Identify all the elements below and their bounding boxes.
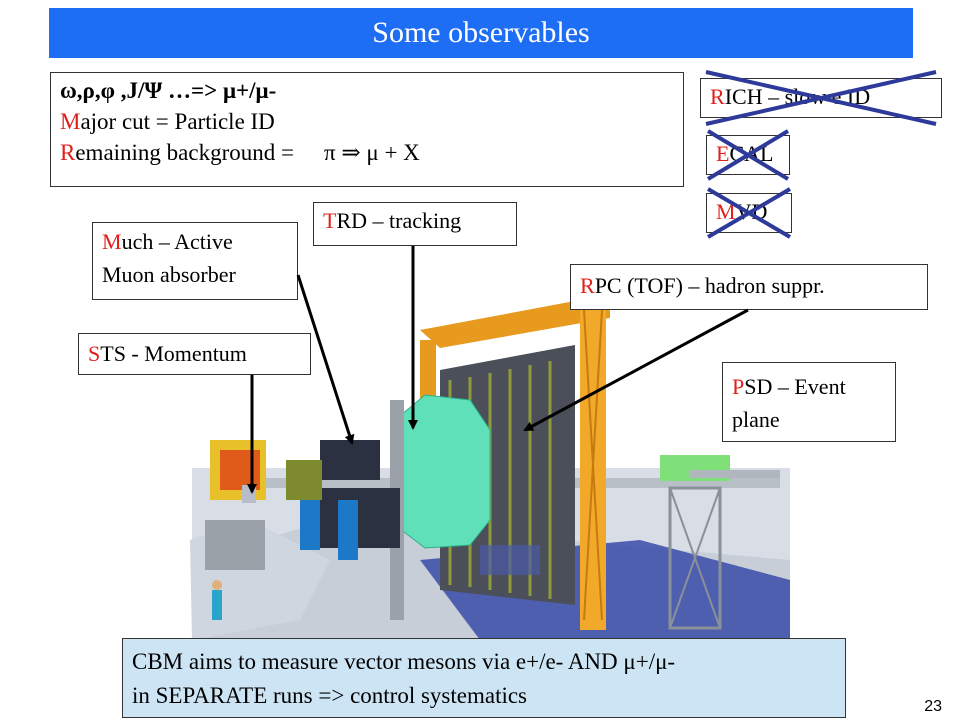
cbm-summary-note: CBM aims to measure vector mesons via e+… <box>122 638 846 718</box>
slide-title: Some observables <box>49 8 913 58</box>
much-label: Much – Active Muon absorber <box>92 222 298 300</box>
psd-label: PSD – Event plane <box>722 362 896 442</box>
sts-label: STS - Momentum <box>78 333 311 375</box>
mvd-crossed-label: MVD <box>706 187 792 239</box>
channels-remaining-background: Remaining background =π ⇒ μ + X <box>60 140 420 165</box>
trd-label: TRD – tracking <box>313 202 517 246</box>
physics-channels-box: ω,ρ,φ ,J/Ψ …=> μ+/μ- Major cut = Particl… <box>50 72 684 187</box>
cross-out-mark <box>706 129 790 181</box>
rpc-label: RPC (TOF) – hadron suppr. <box>570 264 928 310</box>
rich-crossed-label: RICH – slow e ID <box>700 70 942 126</box>
page-number: 23 <box>924 698 942 715</box>
cross-out-mark <box>705 70 937 126</box>
channels-major-cut: Major cut = Particle ID <box>60 109 275 134</box>
ecal-crossed-label: ECAL <box>706 129 790 181</box>
channels-decay-line: ω,ρ,φ ,J/Ψ …=> μ+/μ- <box>60 78 277 103</box>
cross-out-mark <box>706 187 792 239</box>
